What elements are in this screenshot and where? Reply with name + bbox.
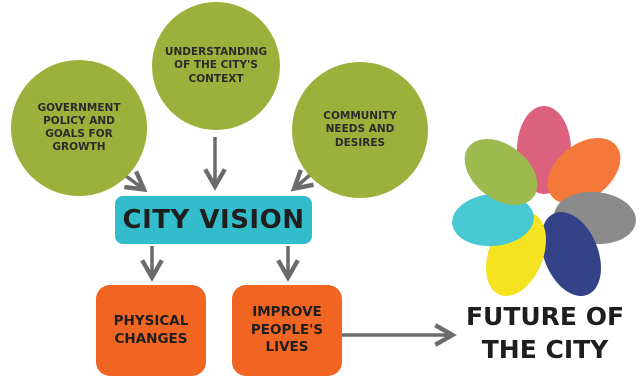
petal-teal: [452, 193, 534, 247]
city-vision-box: CITY VISION: [115, 196, 312, 244]
outcome-people-box: IMPROVE PEOPLE'S LIVES: [232, 285, 342, 376]
outcome-people-label: IMPROVE PEOPLE'S LIVES: [250, 304, 324, 356]
input-government-label: GOVERNMENT POLICY AND GOALS FOR GROWTH: [37, 101, 121, 154]
future-of-city-label: FUTURE OF THE CITY: [465, 302, 625, 364]
petal-green: [464, 138, 538, 206]
petal-navy: [541, 211, 601, 297]
input-government-circle: GOVERNMENT POLICY AND GOALS FOR GROWTH: [11, 60, 147, 196]
outcome-physical-box: PHYSICAL CHANGES: [96, 285, 206, 376]
input-community-label: COMMUNITY NEEDS AND DESIRES: [323, 110, 397, 149]
city-vision-label: CITY VISION: [122, 205, 305, 235]
outcome-physical-label: PHYSICAL CHANGES: [113, 312, 189, 347]
petal-orange: [547, 137, 621, 205]
input-community-circle: COMMUNITY NEEDS AND DESIRES: [292, 62, 428, 198]
input-context-label: UNDERSTANDING OF THE CITY'S CONTEXT: [164, 46, 268, 85]
input-context-circle: UNDERSTANDING OF THE CITY'S CONTEXT: [152, 2, 280, 130]
